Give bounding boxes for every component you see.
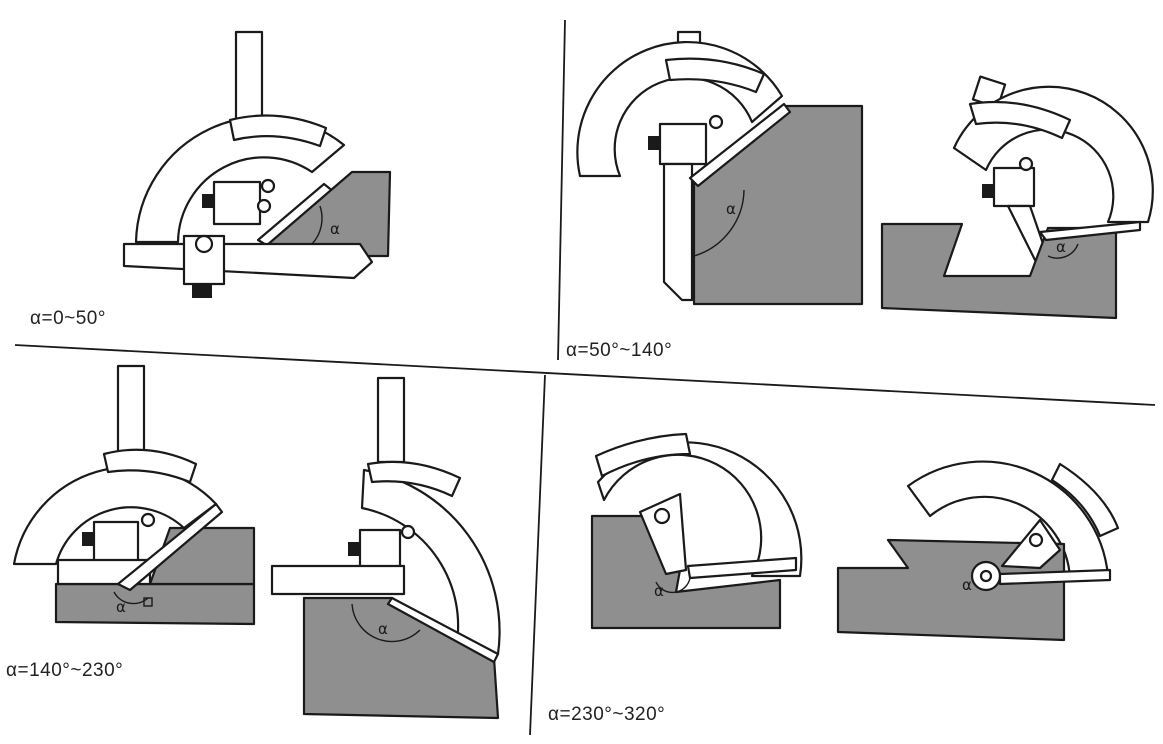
figure-q2-right: α xyxy=(880,75,1154,320)
alpha-symbol-q4a: α xyxy=(654,582,664,600)
figure-q1: α xyxy=(122,30,392,298)
figure-q4-left: α xyxy=(590,432,803,630)
quadrant-dividers xyxy=(14,19,1156,736)
alpha-symbol-q2b: α xyxy=(1056,238,1066,256)
alpha-symbol-q4b: α xyxy=(962,576,972,594)
figure-q3-right: α xyxy=(270,376,501,720)
figure-q4-right: α xyxy=(836,460,1120,642)
label-range-50-140: α=50°~140° xyxy=(566,340,673,361)
alpha-symbol-q2a: α xyxy=(726,200,736,218)
label-range-230-320: α=230°~320° xyxy=(548,704,666,725)
label-range-140-230: α=140°~230° xyxy=(6,660,124,681)
figure-q3-left: α xyxy=(12,364,256,626)
label-range-0-50: α=0~50° xyxy=(30,308,106,329)
alpha-symbol-q3a: α xyxy=(116,598,126,616)
alpha-symbol: α xyxy=(330,220,340,238)
alpha-symbol-q3b: α xyxy=(378,620,388,638)
figure-q2-left: α xyxy=(576,30,864,306)
